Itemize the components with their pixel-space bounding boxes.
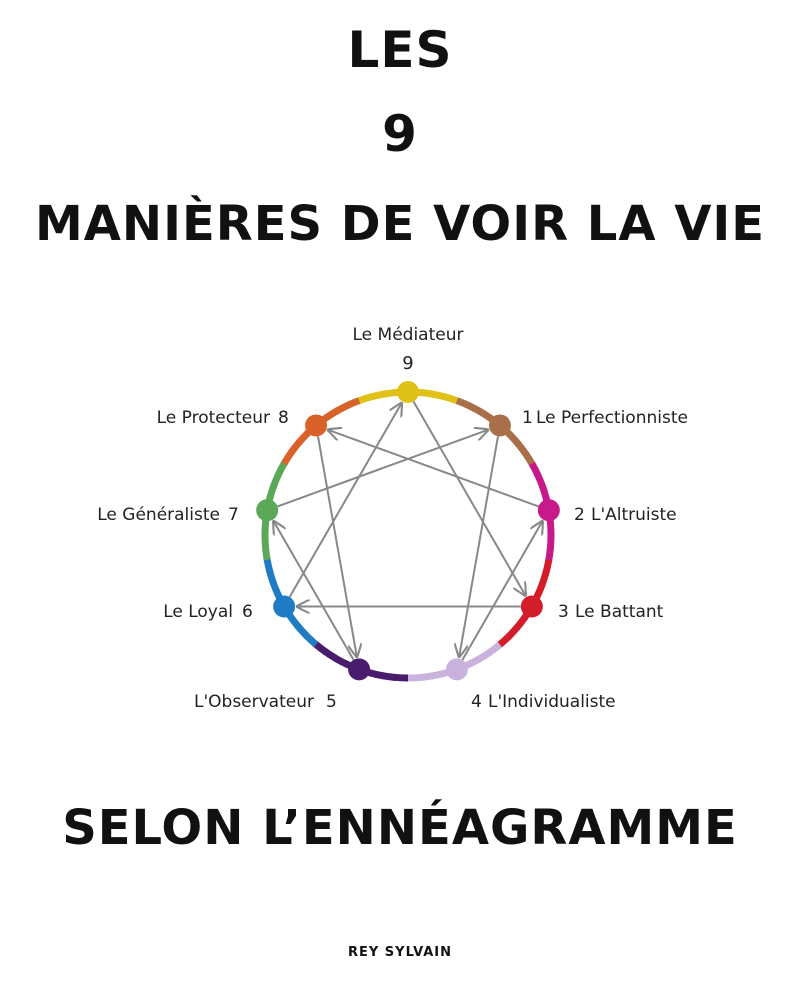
point-dot-4 xyxy=(445,658,468,681)
ring-segment xyxy=(522,450,536,467)
label-point-9-number: 9 xyxy=(402,353,413,374)
label-point-3-name: Le Battant xyxy=(575,602,664,622)
ring-segment xyxy=(533,582,546,599)
enneagram-ring xyxy=(261,388,555,682)
ring-segment xyxy=(287,613,302,630)
connection-5-7 xyxy=(274,521,355,661)
ring-segment xyxy=(382,388,398,398)
label-point-4-number: 4 xyxy=(471,692,482,712)
ring-segment xyxy=(368,669,384,680)
ring-segment xyxy=(370,390,386,401)
ring-segment xyxy=(275,460,288,477)
ring-segment xyxy=(506,431,522,447)
ring-segment xyxy=(546,522,555,537)
ring-segment xyxy=(534,473,547,489)
label-point-6-name: Le Loyal xyxy=(163,602,233,622)
label-point-8-number: 8 xyxy=(278,408,289,428)
ring-segment xyxy=(420,389,435,398)
ring-segment xyxy=(357,393,374,404)
ring-segment xyxy=(381,672,396,681)
ring-segment xyxy=(542,559,553,575)
label-point-8-name: Le Protecteur xyxy=(157,408,270,428)
title-line-number: 9 xyxy=(382,105,418,163)
connection-4-2 xyxy=(461,521,542,661)
ring-segment xyxy=(266,483,278,499)
point-dot-3 xyxy=(520,595,543,618)
ring-segment xyxy=(303,632,319,648)
label-point-2-name: L'Altruiste xyxy=(591,505,677,525)
point-dot-1 xyxy=(488,414,511,437)
label-point-4-name: L'Individualiste xyxy=(488,692,616,712)
label-point-9-name: Le Médiateur xyxy=(353,325,464,345)
title-line-main: MANIÈRES DE VOIR LA VIE xyxy=(35,196,765,252)
ring-segment xyxy=(333,655,350,668)
ring-segment xyxy=(418,672,434,682)
ring-segment xyxy=(546,534,555,550)
ring-segment xyxy=(287,439,303,456)
label-point-5-number: 5 xyxy=(326,692,337,712)
enneagram-connections xyxy=(274,401,543,661)
label-point-7-number: 7 xyxy=(228,505,239,525)
ring-segment xyxy=(393,673,409,682)
ring-segment xyxy=(430,669,446,680)
author-name: REY SYLVAIN xyxy=(347,945,453,960)
ring-segment xyxy=(323,407,340,421)
point-dot-8 xyxy=(305,414,328,437)
point-dot-6 xyxy=(273,595,296,618)
label-point-1-number: 1 xyxy=(522,408,533,428)
ring-segment xyxy=(476,649,493,663)
ring-segment xyxy=(538,571,550,587)
label-point-5-name: L'Observateur xyxy=(194,692,314,712)
ring-segment xyxy=(513,614,529,631)
ring-segment xyxy=(281,449,295,466)
enneagram-points xyxy=(256,381,560,681)
ring-segment xyxy=(539,484,550,501)
connection-6-9 xyxy=(288,403,402,598)
ring-segment xyxy=(294,623,310,639)
ring-segment xyxy=(261,545,271,561)
ring-segment xyxy=(444,393,460,405)
ring-segment xyxy=(432,390,448,401)
label-point-2-number: 2 xyxy=(574,505,585,525)
ring-segment xyxy=(477,408,494,422)
ring-segment xyxy=(505,624,521,640)
connection-1-4 xyxy=(459,436,499,656)
ring-segment xyxy=(528,461,542,478)
ring-segment xyxy=(346,396,362,409)
ring-segment xyxy=(312,640,329,656)
point-dot-7 xyxy=(256,499,279,522)
point-dot-9 xyxy=(397,381,419,403)
ring-segment xyxy=(270,471,283,488)
ring-segment xyxy=(263,557,274,573)
ring-segment xyxy=(261,533,270,548)
label-point-3-number: 3 xyxy=(558,602,569,622)
ring-segment xyxy=(261,520,270,536)
ring-segment xyxy=(295,430,311,446)
ring-segment xyxy=(322,648,339,662)
ring-segment xyxy=(334,401,351,415)
title-line-les: LES xyxy=(347,21,453,79)
ring-segment xyxy=(269,581,282,597)
connection-2-8 xyxy=(328,430,539,508)
ring-segment xyxy=(466,402,483,415)
ring-segment xyxy=(486,641,503,656)
ring-segment xyxy=(406,673,421,682)
label-point-6-number: 6 xyxy=(242,602,253,622)
label-point-1-name: Le Perfectionniste xyxy=(536,408,688,428)
ring-segment xyxy=(455,397,472,410)
point-dot-5 xyxy=(348,658,371,681)
ring-segment xyxy=(266,569,277,586)
ring-segment xyxy=(465,655,482,669)
point-dot-2 xyxy=(537,499,560,522)
connection-8-5 xyxy=(317,436,357,656)
connection-9-3 xyxy=(412,401,526,596)
label-point-7-name: Le Généraliste xyxy=(97,505,220,525)
ring-segment xyxy=(514,440,529,457)
ring-segment xyxy=(545,547,554,562)
ring-segment xyxy=(496,633,512,649)
subtitle: SELON L’ENNÉAGRAMME xyxy=(62,800,738,856)
connection-7-1 xyxy=(277,430,488,508)
